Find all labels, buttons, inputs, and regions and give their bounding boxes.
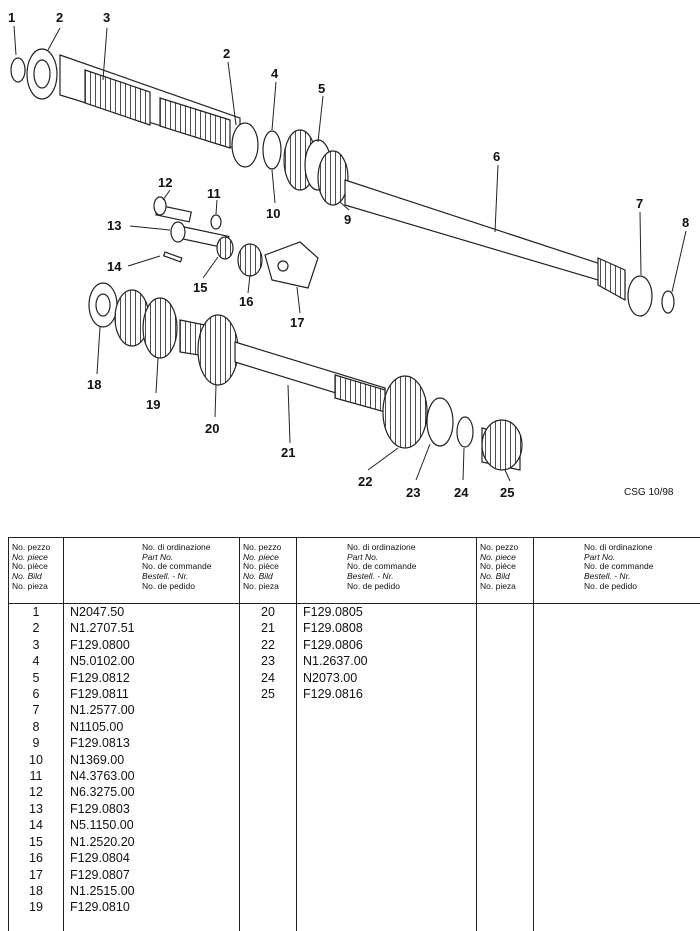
callout-1: 1 xyxy=(8,10,15,25)
order-number: F129.0800 xyxy=(70,637,130,652)
order-number: F129.0807 xyxy=(70,867,130,882)
callout-2: 2 xyxy=(56,10,63,25)
piece-number: 24 xyxy=(261,670,275,685)
order-number: F129.0812 xyxy=(70,670,130,685)
piece-number: 6 xyxy=(32,687,40,702)
piece-number: 18 xyxy=(29,883,43,898)
piece-number: 5 xyxy=(32,670,40,685)
order-number: N1.2637.00 xyxy=(303,654,368,669)
piece-number: 3 xyxy=(32,637,40,652)
piece-number: 22 xyxy=(261,637,275,652)
exploded-parts-diagram: 1 2 3 2 4 5 6 7 8 9 10 11 12 13 14 15 16… xyxy=(8,10,689,500)
callout-10: 10 xyxy=(266,206,280,221)
order-number: F129.0810 xyxy=(70,900,130,915)
order-numbers-col-3 xyxy=(533,603,700,931)
callout-20: 20 xyxy=(205,421,219,436)
callout-19: 19 xyxy=(146,397,160,412)
callout-5: 5 xyxy=(318,81,325,96)
order-number: N1.2520.20 xyxy=(70,834,135,849)
callout-15: 15 xyxy=(193,280,207,295)
order-number: N2047.50 xyxy=(70,605,125,619)
order-number: F129.0816 xyxy=(303,687,363,702)
callout-6: 6 xyxy=(493,149,500,164)
piece-number: 25 xyxy=(261,687,275,702)
main-shaft-assembly xyxy=(10,48,675,317)
callout-12: 12 xyxy=(158,175,172,190)
piece-number: 20 xyxy=(261,605,275,619)
piece-number: 2 xyxy=(32,621,40,636)
piece-number: 1 xyxy=(32,605,40,619)
order-number: N1.2577.00 xyxy=(70,703,135,718)
piece-number: 13 xyxy=(29,801,43,816)
piece-number: 12 xyxy=(29,785,43,800)
order-number: N4.3763.00 xyxy=(70,769,135,784)
order-number: F129.0803 xyxy=(70,801,130,816)
callout-14: 14 xyxy=(107,259,122,274)
callout-8: 8 xyxy=(682,215,689,230)
piece-number: 8 xyxy=(32,719,40,734)
order-number: N1.2515.00 xyxy=(70,883,135,898)
callout-24: 24 xyxy=(454,485,469,500)
order-number: N1105.00 xyxy=(70,719,124,734)
callout-leaders xyxy=(13,25,687,482)
order-number: F129.0806 xyxy=(303,637,363,652)
order-number: F129.0804 xyxy=(70,851,130,866)
piece-numbers-col-3 xyxy=(476,603,534,931)
order-number: N1.2707.51 xyxy=(70,621,135,636)
piece-number: 4 xyxy=(32,654,40,669)
order-number: N2073.00 xyxy=(303,670,358,685)
piece-number: 19 xyxy=(29,900,43,915)
order-number: N5.1150.00 xyxy=(70,818,134,833)
order-number: F129.0811 xyxy=(70,687,129,702)
order-number: N1369.00 xyxy=(70,752,125,767)
callout-4: 4 xyxy=(271,66,279,81)
countershaft-assembly xyxy=(88,282,523,471)
callout-25: 25 xyxy=(500,485,514,500)
order-number: F129.0805 xyxy=(303,605,363,619)
callout-23: 23 xyxy=(406,485,420,500)
order-number: F129.0808 xyxy=(303,621,363,636)
callout-22: 22 xyxy=(358,474,372,489)
callout-13: 13 xyxy=(107,218,121,233)
piece-number: 23 xyxy=(261,654,275,669)
callout-7: 7 xyxy=(636,196,643,211)
piece-number: 7 xyxy=(32,703,40,718)
bracket-assembly xyxy=(153,196,319,289)
callout-2b: 2 xyxy=(223,46,230,61)
piece-number: 21 xyxy=(261,621,275,636)
order-number: N6.3275.00 xyxy=(70,785,135,800)
piece-number: 15 xyxy=(29,834,43,849)
callout-3: 3 xyxy=(103,10,110,25)
callout-9: 9 xyxy=(344,212,351,227)
piece-number: 14 xyxy=(29,818,43,833)
callout-11: 11 xyxy=(207,186,221,201)
callout-17: 17 xyxy=(290,315,304,330)
drawing-reference: CSG 10/98 xyxy=(624,487,674,498)
piece-number: 16 xyxy=(29,851,43,866)
piece-number: 9 xyxy=(32,736,40,751)
callout-21: 21 xyxy=(281,445,295,460)
order-number: N5.0102.00 xyxy=(70,654,135,669)
callout-16: 16 xyxy=(239,294,253,309)
piece-number: 10 xyxy=(29,752,43,767)
callout-labels: 1 2 3 2 4 5 6 7 8 9 10 11 12 13 14 15 16… xyxy=(8,10,689,500)
piece-number: 11 xyxy=(29,769,43,784)
piece-number: 17 xyxy=(29,867,43,882)
callout-18: 18 xyxy=(87,377,101,392)
order-number: F129.0813 xyxy=(70,736,130,751)
